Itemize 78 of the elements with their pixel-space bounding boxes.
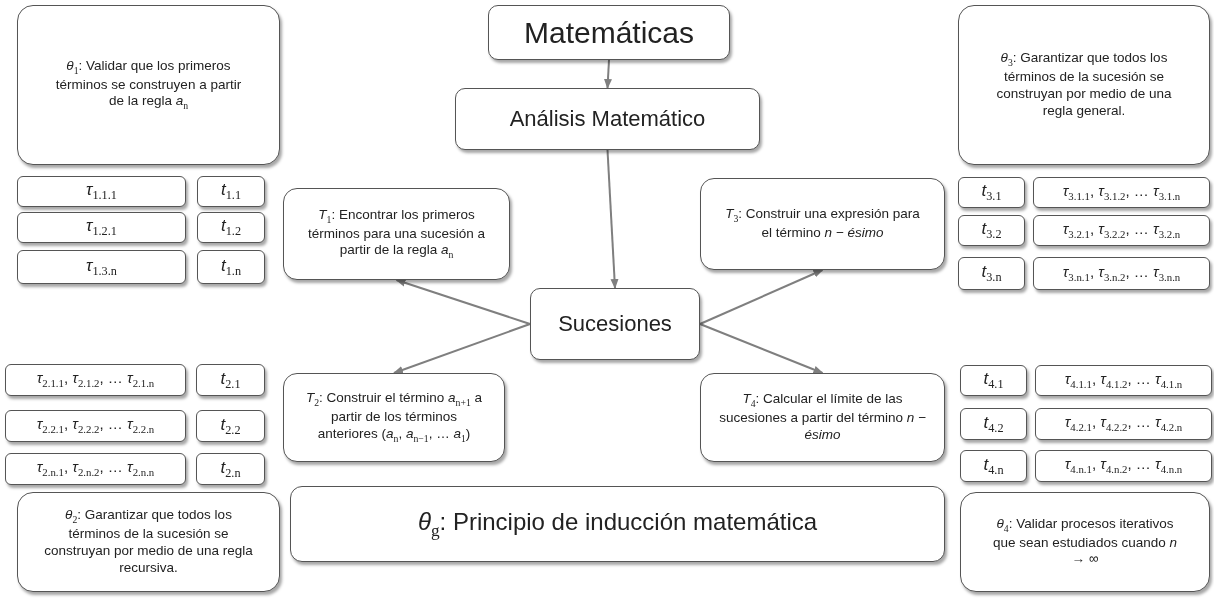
rounded-box [960, 408, 1027, 440]
rounded-box [5, 410, 186, 442]
box-text: t$_{2.2}$ [220, 413, 241, 439]
rounded-box [700, 178, 945, 270]
rounded-box [958, 5, 1210, 165]
rounded-box [700, 373, 945, 462]
box-text: τ$_{4.1.1}$, τ$_{4.1.2}$, … τ$_{4.1.n}$ [1064, 369, 1183, 392]
box-text: τ$_{2.1.1}$, τ$_{2.1.2}$, … τ$_{2.1.n}$ [36, 369, 155, 391]
box-text: t$_{3.n}$ [981, 261, 1002, 286]
box-text: T$_{1}$: Encontrar los primeros términos para una sucesión a partir de la regla a$_{n}$ [306, 206, 487, 262]
rounded-box [1033, 177, 1210, 208]
box-text: τ$_{3.n.1}$, τ$_{3.n.2}$, … τ$_{3.n.n}$ [1062, 262, 1181, 285]
rounded-box [5, 453, 186, 485]
arrow [393, 323, 531, 374]
box-text: t$_{4.2}$ [983, 411, 1004, 437]
box-text: t$_{1.1}$ [221, 179, 241, 204]
box-text: τ$_{4.2.1}$, τ$_{4.2.2}$, … τ$_{4.2.n}$ [1064, 413, 1183, 435]
rounded-box [1035, 408, 1212, 440]
rounded-box [196, 410, 265, 442]
box-text: T$_{3}$: Construir una expresión para el término n − ésimo [724, 206, 921, 242]
box-text: τ$_{2.n.1}$, τ$_{2.n.2}$, … τ$_{2.n.n}$ [36, 458, 155, 480]
rounded-box [455, 88, 760, 150]
rounded-box [5, 364, 186, 396]
box-text: τ$_{4.n.1}$, τ$_{4.n.2}$, … τ$_{4.n.n}$ [1064, 455, 1183, 477]
arrow [604, 59, 612, 89]
rounded-box [1035, 365, 1212, 396]
rounded-box [197, 176, 265, 207]
box-text: t$_{2.1}$ [220, 367, 241, 393]
rounded-box [958, 215, 1025, 246]
rounded-box [488, 5, 730, 60]
box-text: τ$_{3.1.1}$, τ$_{3.1.2}$, … τ$_{3.1.n}$ [1062, 181, 1181, 204]
box-text: Matemáticas [523, 14, 695, 51]
box-text: τ$_{2.2.1}$, τ$_{2.2.2}$, … τ$_{2.2.n}$ [36, 415, 155, 437]
rounded-box [960, 365, 1027, 396]
rounded-box [283, 188, 510, 280]
box-text: Análisis Matemático [509, 105, 706, 133]
rounded-box [196, 364, 265, 396]
rounded-box [960, 492, 1210, 592]
rounded-box [958, 257, 1025, 290]
box-text: Sucesiones [558, 310, 672, 338]
rounded-box [197, 250, 265, 284]
box-text: t$_{4.n}$ [983, 453, 1004, 479]
box-text: θ$_{2}$: Garantizar que todos los términos de la sucesión se construyan por medio de una regla recursiva. [43, 507, 254, 577]
box-text: t$_{3.1}$ [981, 180, 1002, 205]
box-text: t$_{4.1}$ [983, 368, 1004, 393]
box-text: t$_{2.n}$ [220, 456, 241, 482]
box-text: T$_{4}$: Calcular el límite de las sucesiones a partir del término n − ésimo [719, 391, 926, 444]
arrow [699, 323, 824, 374]
rounded-box [290, 486, 945, 562]
box-text: θ$_{3}$: Garantizar que todos los términos de la sucesión se construyan por medio de una regla general. [995, 50, 1173, 120]
rounded-box [17, 492, 280, 592]
arrow [395, 279, 531, 325]
box-text: θ$_{4}$: Validar procesos iterativos que sean estudiados cuando n → ∞ [992, 515, 1178, 569]
box-text: θ$_{g}$: Principio de inducción matemática [417, 506, 818, 542]
box-text: θ$_{1}$: Validar que los primeros términos se construyen a partir de la regla a$_{n}$ [54, 57, 243, 113]
rounded-box [197, 212, 265, 243]
rounded-box [17, 176, 186, 207]
rounded-box [1035, 450, 1212, 482]
box-text: t$_{1.n}$ [221, 254, 241, 280]
box-text: τ$_{1.3.n}$ [86, 254, 117, 280]
box-text: τ$_{1.2.1}$ [86, 215, 117, 240]
rounded-box [530, 288, 700, 360]
box-text: t$_{3.2}$ [981, 218, 1002, 243]
box-text: τ$_{3.2.1}$, τ$_{3.2.2}$, … τ$_{3.2.n}$ [1062, 219, 1181, 242]
arrow [606, 149, 619, 289]
rounded-box [196, 453, 265, 485]
rounded-box [283, 373, 505, 462]
rounded-box [960, 450, 1027, 482]
rounded-box [17, 250, 186, 284]
rounded-box [958, 177, 1025, 208]
rounded-box [1033, 215, 1210, 246]
rounded-box [17, 212, 186, 243]
rounded-box [1033, 257, 1210, 290]
rounded-box [17, 5, 280, 165]
box-text: t$_{1.2}$ [221, 215, 241, 240]
arrow [699, 269, 824, 325]
box-text: τ$_{1.1.1}$ [86, 179, 117, 204]
box-text: T$_{2}$: Construir el término a$_{n+1}$ a partir de los términos anteriores (a$_{n}$, a$_{n−1}$, … a$_{1}$) [304, 390, 484, 445]
